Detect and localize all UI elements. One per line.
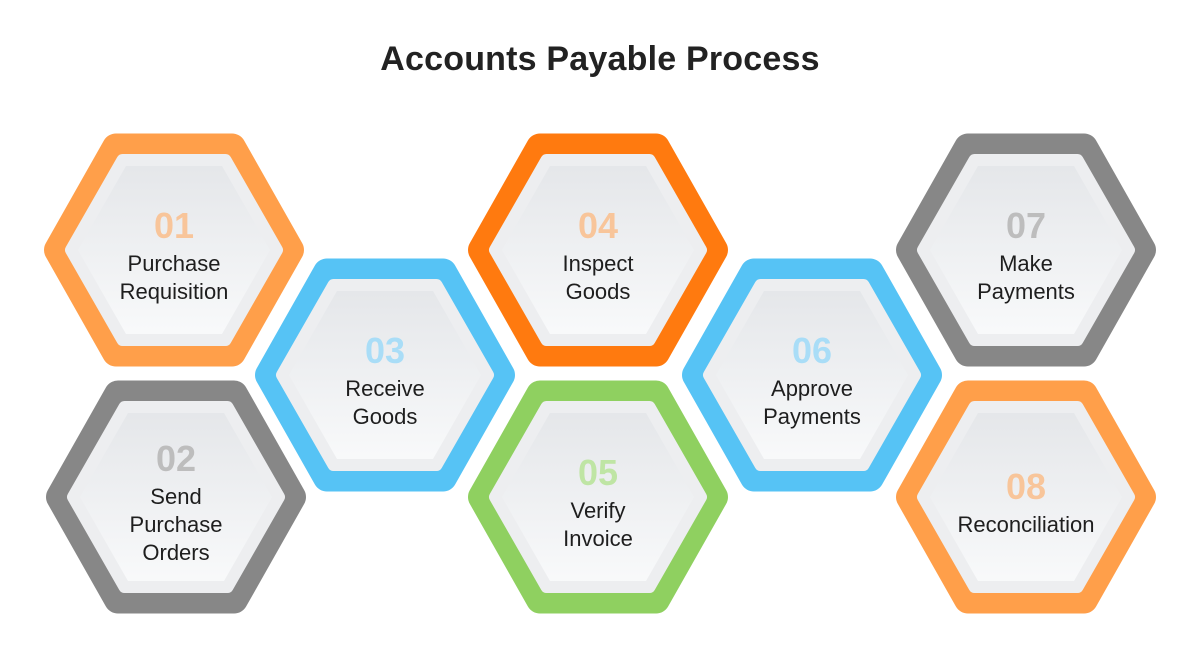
step-text: Requisition	[119, 279, 229, 304]
step-text: Receive	[345, 376, 425, 401]
step-text: Orders	[142, 540, 210, 565]
step-hexagon-03	[255, 258, 515, 492]
step-text: Verify	[570, 498, 626, 523]
step-text: Payments	[763, 404, 861, 429]
step-number: 05	[577, 452, 619, 493]
step-text: Goods	[352, 404, 418, 429]
step-text: Goods	[565, 279, 631, 304]
step-text: Invoice	[563, 526, 633, 551]
step-hexagon-07	[896, 133, 1156, 367]
step-number: 04	[577, 205, 619, 246]
step-hexagon-02	[46, 380, 306, 614]
step-text: Payments	[977, 279, 1075, 304]
step-text: Send	[150, 484, 202, 509]
step-number: 01	[153, 205, 195, 246]
step-number: 02	[155, 438, 197, 479]
step-hexagon-04	[468, 133, 728, 367]
step-text: Reconciliation	[957, 512, 1095, 537]
step-text: Inspect	[562, 251, 634, 276]
step-hexagon-05	[468, 380, 728, 614]
step-text: Purchase	[127, 251, 221, 276]
page-title: Accounts Payable Process	[380, 40, 820, 78]
step-hexagon-06	[682, 258, 942, 492]
step-text: Approve	[771, 376, 853, 401]
step-number: 07	[1005, 205, 1047, 246]
step-hexagon-08	[896, 380, 1156, 614]
step-text: Make	[999, 251, 1053, 276]
step-number: 06	[791, 330, 833, 371]
step-number: 08	[1005, 466, 1047, 507]
step-hexagon-01	[44, 133, 304, 367]
step-number: 03	[364, 330, 406, 371]
step-text: Purchase	[129, 512, 223, 537]
